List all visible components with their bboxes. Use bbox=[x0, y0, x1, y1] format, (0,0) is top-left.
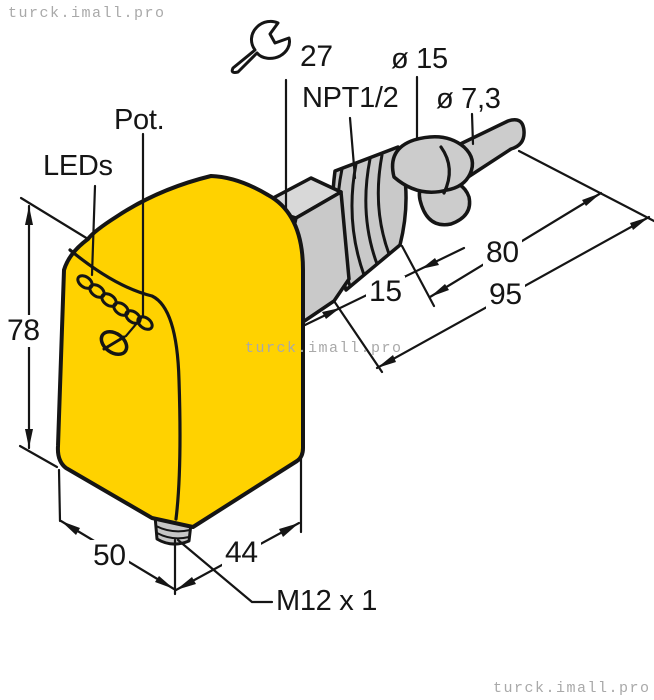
paddle-main-lobe bbox=[390, 135, 475, 194]
arrowhead bbox=[630, 217, 649, 230]
sensor-body bbox=[55, 174, 305, 546]
dim-body-depth: 44 bbox=[222, 537, 261, 569]
wrench-icon bbox=[230, 19, 291, 74]
arrowhead bbox=[582, 193, 601, 206]
tip-diameter-label: ø 7,3 bbox=[436, 83, 501, 115]
dim-total-probe-length: 95 bbox=[486, 279, 525, 311]
arrowhead bbox=[176, 577, 196, 590]
arrowhead bbox=[377, 355, 396, 368]
potentiometer-screw bbox=[99, 329, 129, 357]
paddle-diameter-label: ø 15 bbox=[391, 43, 448, 75]
arrowhead bbox=[279, 523, 299, 537]
watermark-center: turck.imall.pro bbox=[245, 340, 403, 357]
paddle-crease bbox=[439, 145, 451, 195]
dim-thread-length: 15 bbox=[366, 276, 405, 308]
arrowhead bbox=[25, 206, 33, 225]
led-indicator bbox=[112, 301, 130, 317]
tip-diameter-leader bbox=[470, 112, 475, 146]
arrowhead bbox=[322, 308, 340, 319]
connector-thread-label: M12 x 1 bbox=[276, 585, 378, 617]
led-indicator bbox=[136, 315, 154, 331]
arrowhead bbox=[25, 429, 33, 448]
watermark-top-left: turck.imall.pro bbox=[8, 5, 166, 22]
arrowhead bbox=[430, 284, 449, 297]
thread-spec-label: NPT1/2 bbox=[302, 82, 399, 114]
watermark-bottom-right: turck.imall.pro bbox=[493, 680, 651, 697]
leds-label: LEDs bbox=[43, 150, 113, 182]
arrowhead bbox=[155, 576, 174, 589]
extension-line bbox=[517, 149, 654, 223]
dim-probe-length: 80 bbox=[483, 237, 522, 269]
leds-leader bbox=[90, 184, 97, 277]
pot-label: Pot. bbox=[114, 104, 165, 136]
pot-leader bbox=[124, 132, 145, 338]
body-outline bbox=[55, 174, 305, 529]
extension-line bbox=[18, 444, 59, 469]
body-crease bbox=[68, 248, 182, 521]
arrowhead bbox=[61, 521, 80, 535]
arrowhead bbox=[421, 258, 439, 269]
extension-line bbox=[332, 299, 384, 374]
connector-leader bbox=[176, 538, 274, 604]
dimension-arrows bbox=[25, 193, 649, 590]
leader-lines bbox=[90, 75, 475, 604]
extension-line bbox=[57, 468, 62, 523]
thread-line bbox=[364, 157, 379, 266]
dim-body-width: 50 bbox=[90, 540, 129, 572]
dim-body-height: 78 bbox=[4, 315, 43, 347]
wrench-size-label: 27 bbox=[300, 40, 333, 73]
thread-line bbox=[376, 153, 391, 256]
led-indicators bbox=[76, 274, 154, 331]
extension-line bbox=[400, 244, 436, 308]
thread-spec-leader bbox=[348, 116, 357, 180]
extension-line bbox=[19, 196, 90, 241]
